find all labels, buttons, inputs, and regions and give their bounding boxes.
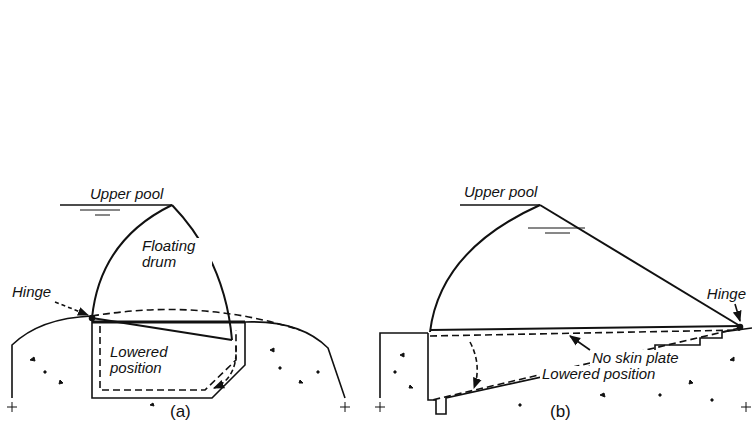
leader-line xyxy=(55,302,88,315)
drum-recess xyxy=(92,318,245,398)
water-line xyxy=(60,204,172,206)
panel-label: (b) xyxy=(548,404,573,420)
concrete-outline xyxy=(245,322,345,398)
drum-bottom xyxy=(92,318,232,340)
water-line xyxy=(460,204,540,206)
panel-b xyxy=(380,205,752,414)
open-bottom xyxy=(430,330,740,336)
leader-line xyxy=(570,336,590,350)
lowering-arrow xyxy=(470,342,477,388)
lowered-drum xyxy=(100,326,236,390)
lowering-arrow xyxy=(214,346,236,388)
hinge-pin xyxy=(738,325,743,330)
drum-bottom xyxy=(430,326,740,330)
part-label: Lowered position xyxy=(108,344,188,376)
water-line xyxy=(528,228,585,233)
crest-profile xyxy=(92,310,300,330)
hinge-pin xyxy=(90,316,95,321)
drum-upstream-face xyxy=(430,205,540,332)
panel-label: (a) xyxy=(168,404,193,420)
leader-line xyxy=(735,304,740,321)
concrete-outline xyxy=(380,333,428,398)
drum-frame xyxy=(540,205,740,326)
water-line xyxy=(80,210,120,215)
part-label: Hinge xyxy=(705,286,748,302)
drum-recess xyxy=(428,328,752,414)
part-label: Upper pool xyxy=(88,186,165,202)
part-label: No skin plate xyxy=(590,350,681,366)
lowered-drum xyxy=(432,328,740,400)
drum-downstream-face xyxy=(172,205,232,340)
part-label: Lowered position xyxy=(540,366,657,382)
concrete-outline xyxy=(12,316,92,398)
panel-a xyxy=(12,205,345,398)
part-label: Hinge xyxy=(10,284,53,300)
part-label: Floating drum xyxy=(140,238,212,270)
part-label: Upper pool xyxy=(462,184,539,200)
